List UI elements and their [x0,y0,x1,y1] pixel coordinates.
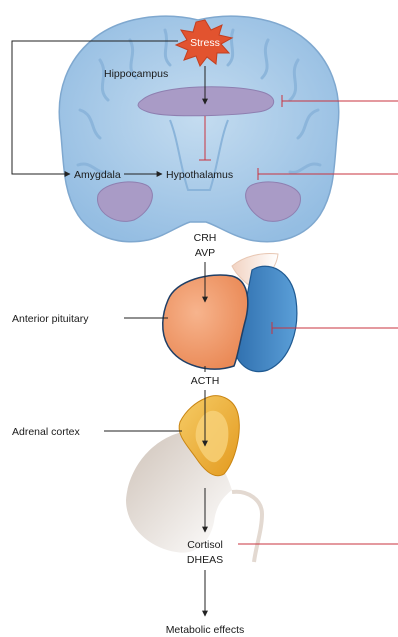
amygdala-label: Amygdala [74,169,121,181]
hypothalamus-label: Hypothalamus [166,169,233,181]
ureter-shape [232,492,262,562]
cortisol-label: Cortisol [187,539,223,551]
adrenal-cortex-label: Adrenal cortex [12,426,80,438]
pituitary-gland [163,254,297,372]
dheas-label: DHEAS [187,554,223,566]
metabolic-effects-label: Metabolic effects [166,624,245,636]
crh-label: CRH [194,232,217,244]
anterior-pituitary-label: Anterior pituitary [12,313,89,325]
adrenal-kidney [126,396,262,562]
acth-label: ACTH [191,375,220,387]
avp-label: AVP [195,247,215,259]
stress-label: Stress [190,37,220,49]
hippocampus-label: Hippocampus [104,68,168,80]
